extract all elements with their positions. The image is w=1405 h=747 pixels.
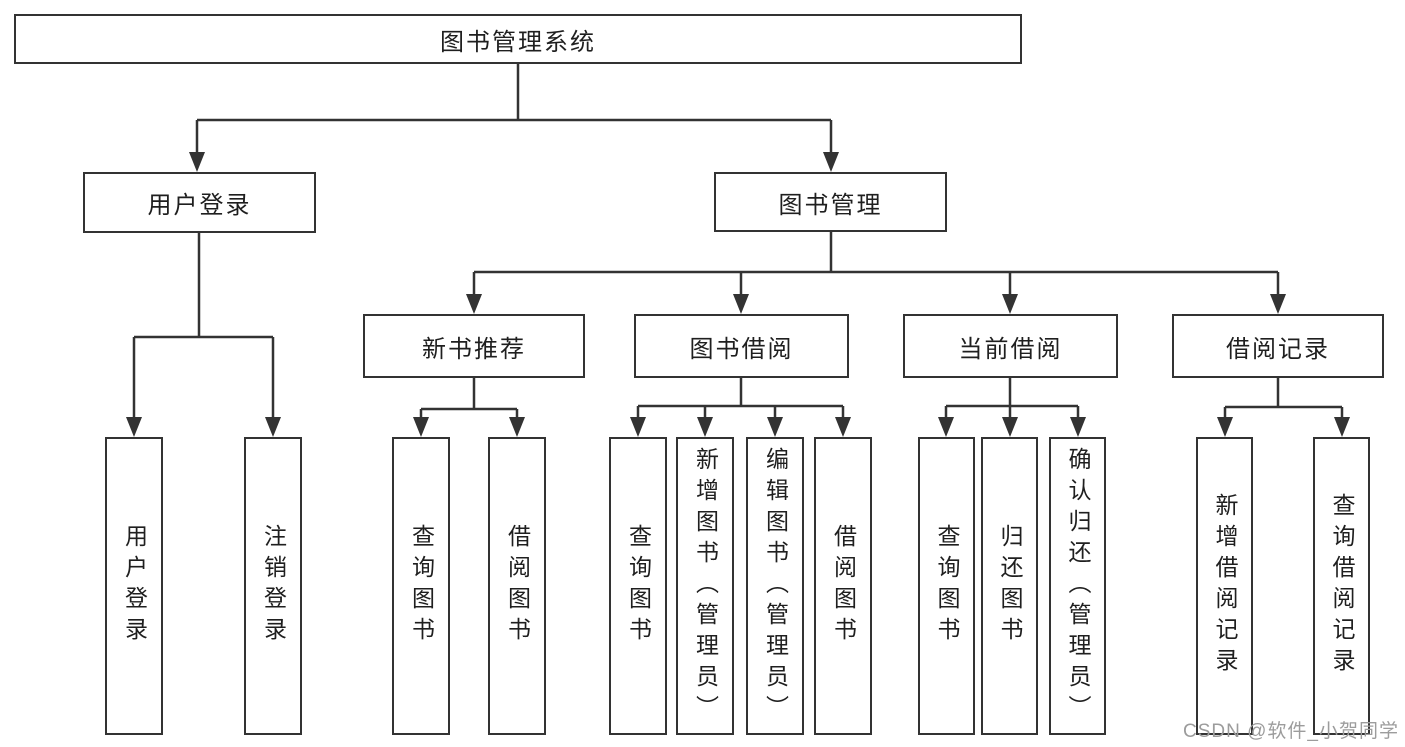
node-label: 查询图书 bbox=[625, 524, 652, 648]
csdn-watermark: CSDN @软件_小贺同学 bbox=[1183, 721, 1399, 742]
node-label: 图书管理系统 bbox=[440, 28, 596, 56]
node-label: 编辑图书（管理员） bbox=[762, 446, 789, 726]
node-book-management: 图书管理 bbox=[714, 172, 947, 232]
node-label: 查询图书 bbox=[408, 524, 435, 648]
node-borrow-records: 借阅记录 bbox=[1172, 314, 1384, 378]
node-label: 用户登录 bbox=[121, 524, 148, 648]
leaf-return-book: 归还图书 bbox=[981, 437, 1038, 735]
connector-new-book-rec-children bbox=[413, 378, 525, 437]
node-label: 图书管理 bbox=[778, 191, 883, 219]
node-current-borrow: 当前借阅 bbox=[903, 314, 1118, 378]
leaf-recommend-query-book: 查询图书 bbox=[392, 437, 450, 735]
connector-borrow-records-children bbox=[1217, 378, 1350, 437]
node-label: 当前借阅 bbox=[958, 335, 1063, 363]
node-new-book-recommend: 新书推荐 bbox=[363, 314, 585, 378]
node-label: 新书推荐 bbox=[422, 335, 526, 363]
node-label: 用户登录 bbox=[147, 192, 252, 219]
node-label: 新增借阅记录 bbox=[1212, 493, 1238, 679]
leaf-add-book-admin: 新增图书（管理员） bbox=[676, 437, 734, 735]
connector-root-to-level2 bbox=[189, 64, 839, 172]
node-root-system: 图书管理系统 bbox=[14, 14, 1022, 64]
connector-user-login-children bbox=[126, 233, 281, 437]
node-label: 借阅图书 bbox=[504, 524, 531, 648]
node-user-login: 用户登录 bbox=[83, 172, 316, 233]
connector-book-mgmt-children bbox=[466, 232, 1286, 314]
connector-book-borrow-children bbox=[630, 378, 851, 437]
node-label: 图书借阅 bbox=[689, 335, 794, 363]
leaf-edit-book-admin: 编辑图书（管理员） bbox=[746, 437, 804, 735]
node-label: 借阅图书 bbox=[830, 524, 857, 648]
leaf-logout: 注销登录 bbox=[244, 437, 302, 735]
node-book-borrow: 图书借阅 bbox=[634, 314, 849, 378]
leaf-user-login: 用户登录 bbox=[105, 437, 163, 735]
leaf-recommend-borrow-book: 借阅图书 bbox=[488, 437, 546, 735]
leaf-current-query-book: 查询图书 bbox=[918, 437, 975, 735]
node-label: 注销登录 bbox=[260, 524, 287, 648]
connector-current-borrow-children bbox=[938, 378, 1086, 437]
leaf-add-borrow-record: 新增借阅记录 bbox=[1196, 437, 1253, 735]
leaf-borrow-query-book: 查询图书 bbox=[609, 437, 667, 735]
node-label: 借阅记录 bbox=[1226, 335, 1330, 363]
node-label: 查询借阅记录 bbox=[1329, 493, 1355, 679]
node-label: 确认归还（管理员） bbox=[1065, 446, 1091, 726]
node-label: 查询图书 bbox=[934, 524, 960, 648]
leaf-confirm-return-admin: 确认归还（管理员） bbox=[1049, 437, 1106, 735]
leaf-borrow-book: 借阅图书 bbox=[814, 437, 872, 735]
node-label: 新增图书（管理员） bbox=[692, 446, 719, 726]
leaf-query-borrow-record: 查询借阅记录 bbox=[1313, 437, 1370, 735]
node-label: 归还图书 bbox=[997, 524, 1023, 648]
